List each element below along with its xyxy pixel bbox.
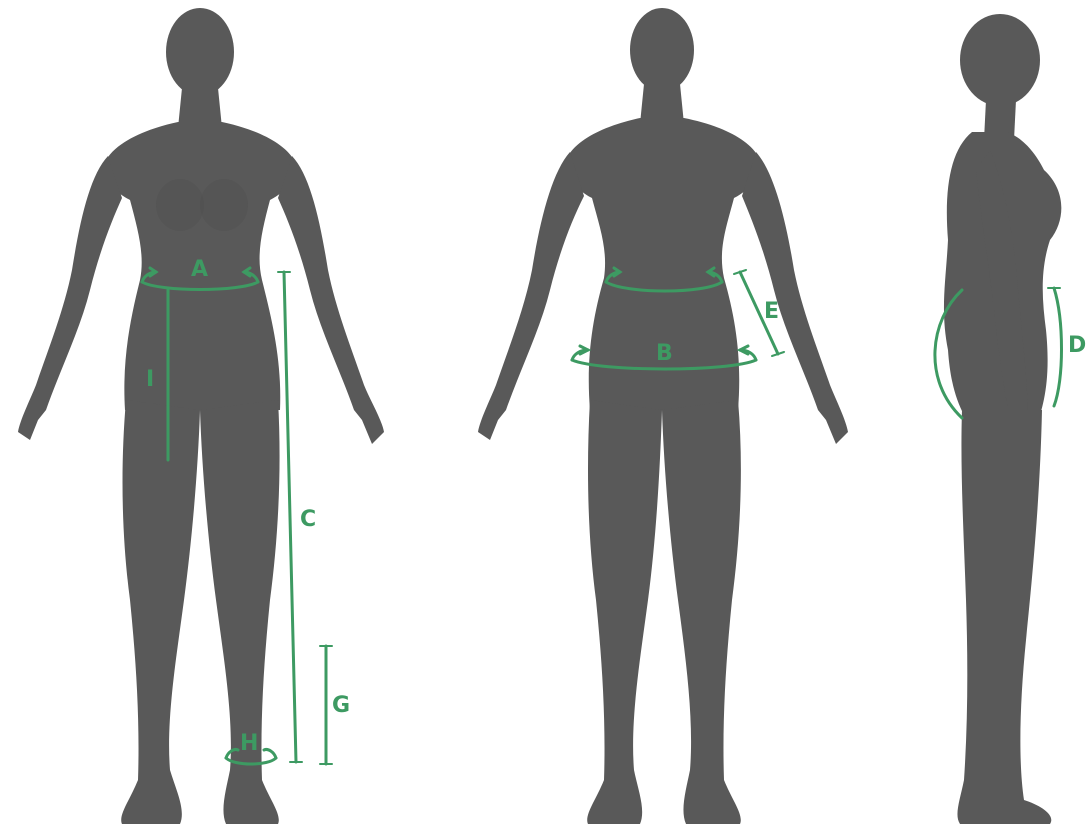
label-c: C [300, 507, 316, 532]
front-view-figure [18, 8, 384, 824]
label-b: B [656, 341, 673, 366]
measure-c: C [278, 272, 316, 762]
label-d: D [1068, 333, 1086, 358]
label-g: G [332, 693, 350, 718]
label-e: E [764, 299, 779, 324]
label-i: I [146, 367, 154, 392]
measure-g: G [320, 646, 350, 764]
label-a: A [191, 257, 208, 282]
label-h: H [240, 731, 258, 756]
back-view-figure [478, 8, 848, 824]
